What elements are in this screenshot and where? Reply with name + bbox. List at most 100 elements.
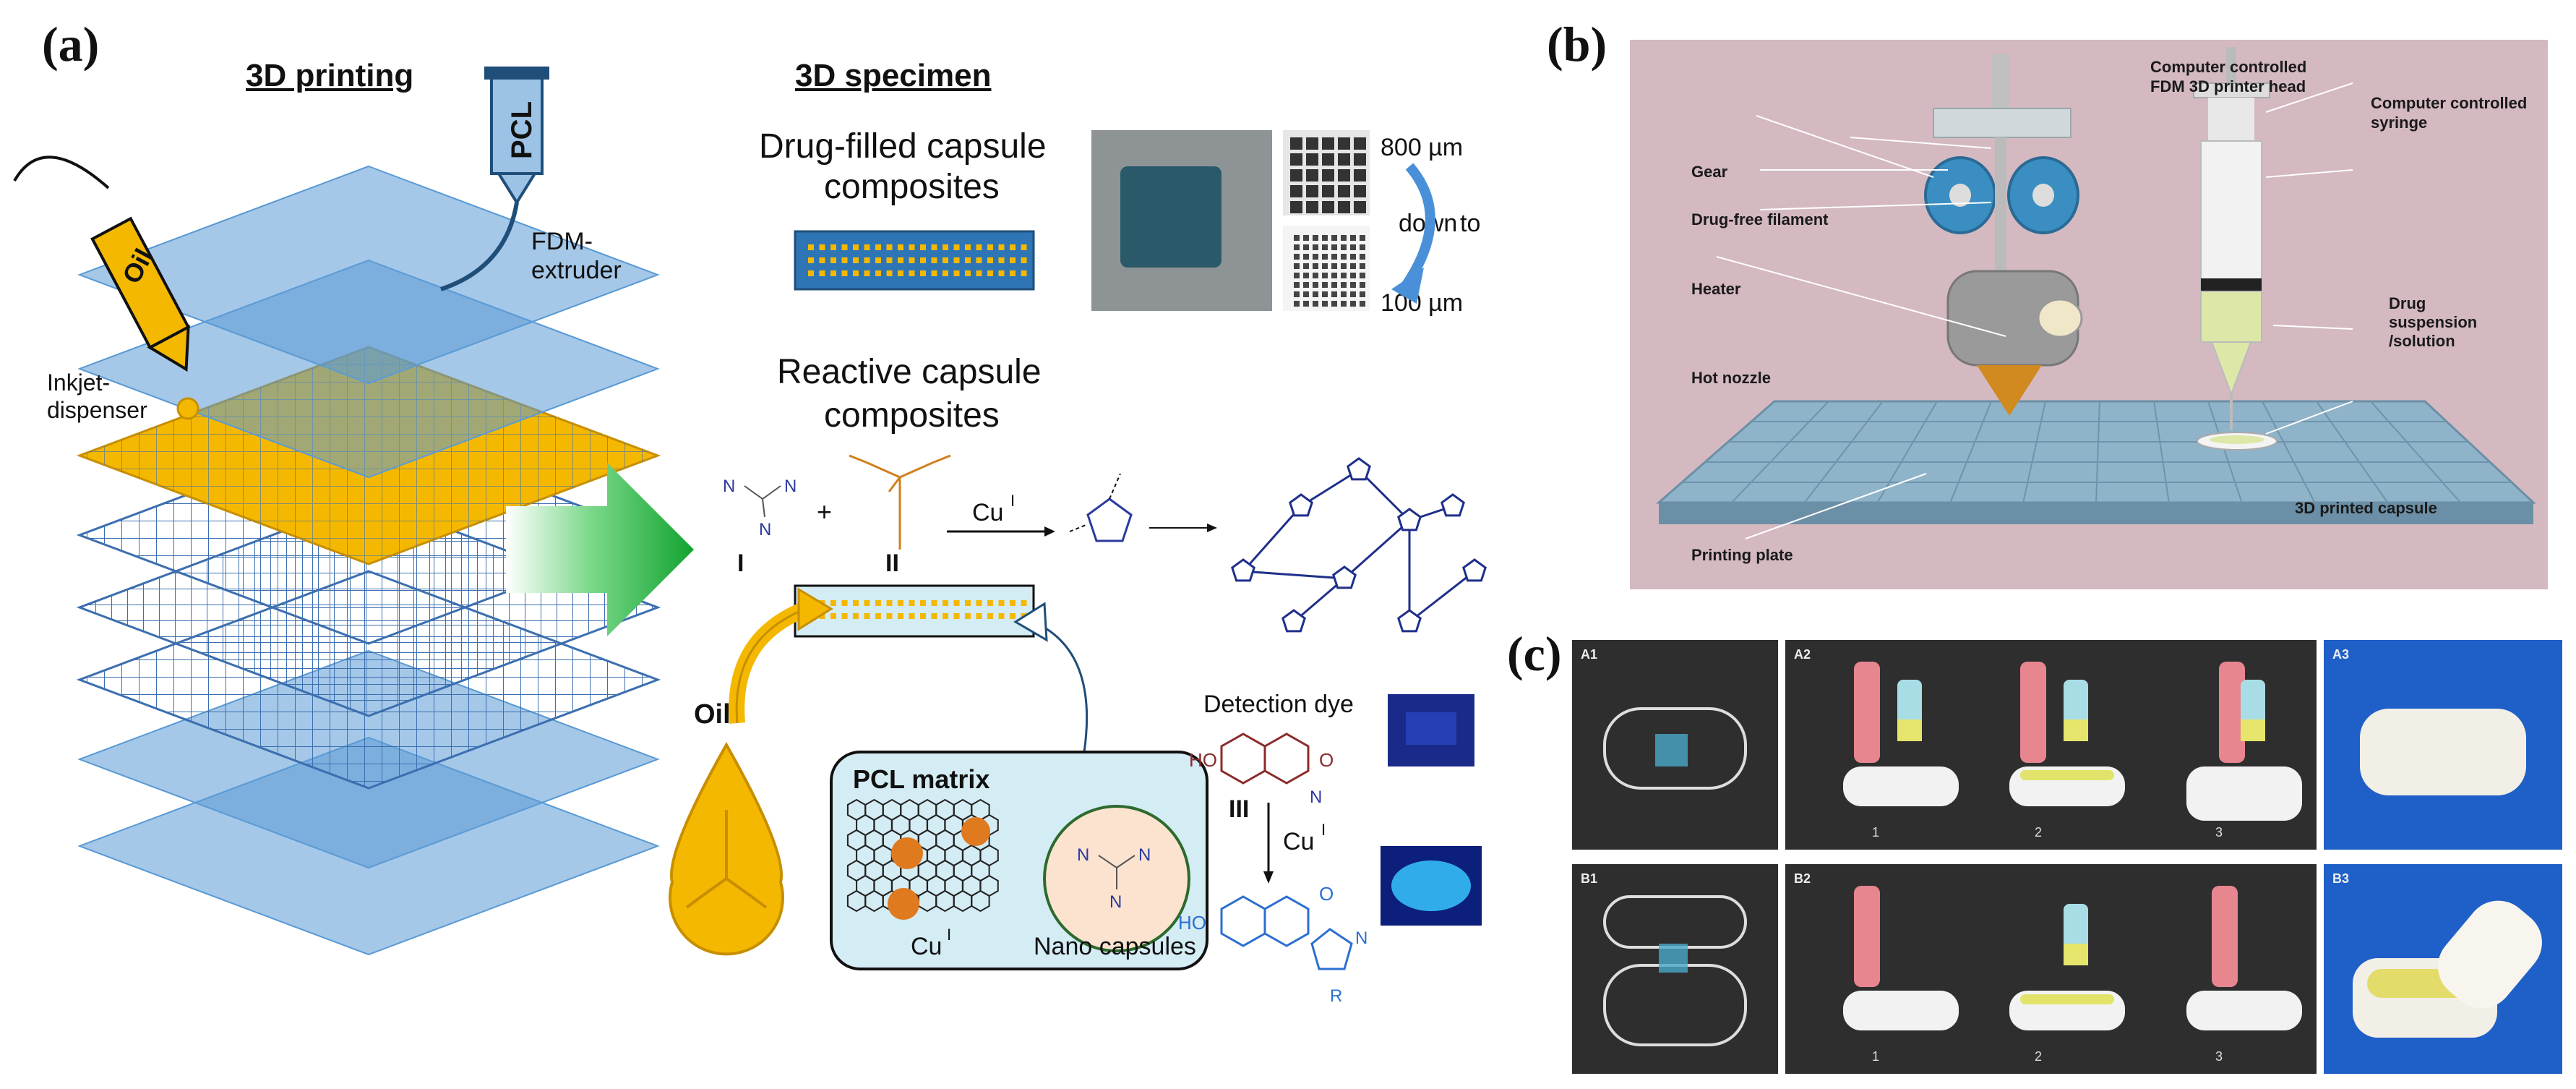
capsule-dot (909, 613, 915, 619)
pore (1354, 137, 1366, 150)
pore (1294, 235, 1300, 241)
pore (1350, 282, 1356, 288)
cu-label-sup: I (947, 926, 951, 944)
panel-b-label: (b) (1547, 17, 1607, 72)
product-r: R (1330, 986, 1342, 1006)
product-n: N (1355, 928, 1368, 948)
capsule-dot (808, 244, 814, 250)
svg-text:N: N (1077, 845, 1089, 865)
filament-top (1991, 54, 2010, 112)
capsule-dot (875, 257, 881, 263)
fdm-label-2: extruder (531, 257, 622, 284)
plate-grid-line (1876, 401, 1938, 503)
pore (1303, 282, 1309, 288)
syringe-body (2200, 140, 2262, 301)
printing-plate-label: Printing plate (1691, 546, 1793, 564)
capsule-dot (976, 600, 982, 606)
capsule-dot (853, 270, 859, 276)
capsule-dot (1010, 600, 1016, 606)
dye-cu-sup: I (1321, 821, 1326, 839)
capsule-dot (830, 613, 836, 619)
capsule-dot (1021, 270, 1027, 276)
capsule-dot (920, 613, 926, 619)
polymer-bond (1409, 570, 1475, 623)
pore (1306, 201, 1318, 213)
process-arrow (506, 463, 694, 636)
pore (1313, 282, 1318, 288)
drug-free-label: Drug-free filament (1691, 210, 1829, 229)
syringe-pink (1854, 662, 1880, 763)
reactive-capsule-bar (794, 584, 1035, 638)
pore (1354, 153, 1366, 166)
alkyne-molecule (849, 454, 951, 550)
pore (1360, 235, 1365, 241)
dye-ho: HO (1189, 749, 1217, 771)
capsule-dot (875, 244, 881, 250)
fdm-extruder (440, 67, 549, 291)
polymer-bond (1357, 469, 1411, 522)
pore (1322, 137, 1334, 150)
capsule-dot (998, 270, 1005, 276)
polymer-bond (1242, 505, 1302, 572)
plate-grid-line (2153, 401, 2170, 503)
capsule-dot (976, 257, 982, 263)
pore (1322, 291, 1328, 297)
capsule-dot (943, 600, 948, 606)
pore (1350, 235, 1356, 241)
pore (1338, 185, 1350, 197)
capsule-dot (931, 613, 937, 619)
capsule-dot (853, 244, 859, 250)
svg-text:N: N (723, 477, 735, 496)
inkjet-dispenser (13, 155, 199, 420)
drug-filled-title-1: Drug-filled capsule (759, 127, 1047, 166)
heading-3d-specimen: 3D specimen (795, 58, 992, 93)
capsule-dot (931, 244, 937, 250)
heading-3d-printing: 3D printing (246, 58, 414, 93)
dye-o: O (1319, 749, 1334, 771)
drug-label-2: suspension (2389, 313, 2477, 331)
dye-molecule (1220, 733, 1310, 785)
nano-capsules-label: Nano capsules (1034, 933, 1196, 960)
compound-i: I (737, 550, 744, 577)
b2-step-1: 1 (1872, 1049, 1879, 1064)
pore (1338, 201, 1350, 213)
pore (1350, 273, 1356, 278)
capsule-dot (987, 270, 993, 276)
capsule-dot (998, 600, 1005, 606)
capsule-dot (830, 600, 836, 606)
triazole-unit (1462, 558, 1487, 582)
graphene-hex (971, 889, 990, 913)
pore (1341, 235, 1347, 241)
capsule-dot (875, 600, 881, 606)
capsule-dot (953, 257, 960, 263)
pore (1360, 291, 1365, 297)
matrix-feed-arrow (1033, 620, 1089, 753)
cu-catalyst-sup: I (1010, 492, 1015, 510)
polymer-network (1231, 457, 1487, 633)
capsule-dot (875, 270, 881, 276)
syringe-pink (2212, 886, 2238, 987)
pore (1331, 244, 1337, 250)
svg-text:N: N (784, 477, 797, 496)
pore (1354, 185, 1366, 197)
capsule-dot (987, 244, 993, 250)
capsule-dot (909, 270, 915, 276)
capsule-dot (875, 613, 881, 619)
down-arrow-head (1391, 268, 1424, 304)
pore (1360, 263, 1365, 269)
capsule-dot (841, 600, 848, 606)
pore (1360, 244, 1365, 250)
pore (1341, 301, 1347, 307)
tile-a2-label: A2 (1794, 647, 1811, 662)
syringe-label-1: Computer controlled (2371, 94, 2527, 112)
pore (1313, 254, 1318, 260)
capsule-dot (909, 600, 915, 606)
oil-label: Oil (694, 699, 731, 730)
size-100: 100 µm (1381, 289, 1463, 317)
drug-label-3: /solution (2389, 332, 2455, 350)
capsule-dot (943, 613, 948, 619)
compound-ii: II (885, 550, 899, 577)
plate-grid-line (1803, 401, 1884, 503)
pore (1360, 254, 1365, 260)
plate-grid-line (2316, 401, 2389, 503)
